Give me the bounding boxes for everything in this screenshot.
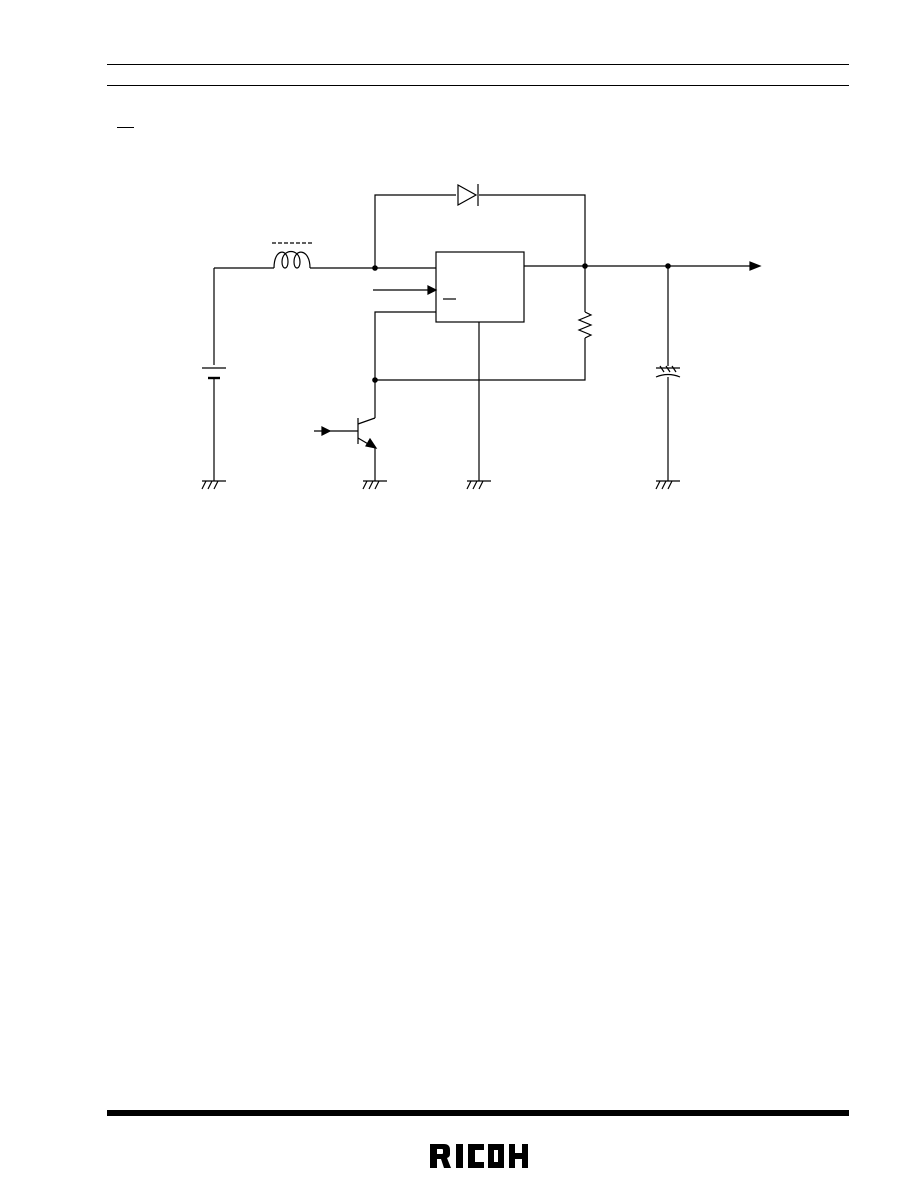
capacitor-symbol [655,365,681,378]
section-overbar-mark [117,127,134,128]
transistor-symbol [357,417,378,449]
ic-block [435,251,525,323]
header-rule-top [107,64,849,65]
ground-symbol-capacitor [655,480,680,490]
resistor-symbol [577,311,593,339]
wire-diode-left [374,194,456,268]
junction-feedback-node [372,377,378,383]
wire-resistor-bottom [375,338,586,381]
ground-symbol-ic [466,480,491,490]
header-rule-bottom [107,85,849,86]
diode-symbol [457,183,479,207]
wire-diode-right [479,194,586,266]
junction-output-node [582,263,588,269]
inductor-symbol [272,242,312,269]
ground-symbol-transistor [362,480,387,490]
junction-inductor-node [372,265,378,271]
junction-capacitor-node [665,263,671,269]
footer-rule [107,1110,849,1116]
battery-symbol [202,367,226,380]
boost-converter-schematic [201,183,762,490]
wire-ic-to-transistor [374,311,436,418]
ricoh-logo [430,1144,528,1168]
arrow-output [749,261,762,271]
arrow-transistor-base [321,426,332,436]
ground-symbol-battery [201,480,226,490]
arrow-ce-input [427,285,438,295]
